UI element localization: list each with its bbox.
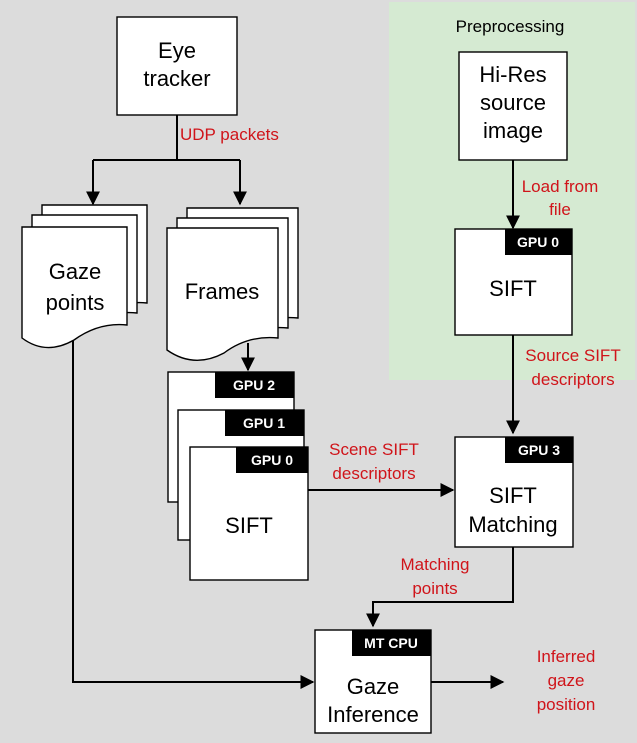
hires-image-line-2: source [480,90,546,115]
inference-cpu-tag [352,630,431,656]
frames-stack: Frames [166,207,299,361]
inferred-gaze-line-3: position [537,695,596,714]
frames-sheet-1 [166,227,279,361]
gaze-points-line-2: points [46,290,105,315]
load-from-file-line-1: Load from [522,177,599,196]
source-sift-line-1: Source SIFT [525,346,620,365]
gaze-inference-line-2: Inference [327,702,419,727]
scene-gpu2-tag [215,372,294,398]
scene-gpu1-tag [225,410,304,436]
scene-gpu0-tag [236,447,308,473]
edge-matching-to-inference [366,547,514,628]
inference-cpu-label: MT CPU [364,635,418,651]
sift-matching-line-2: Matching [468,512,557,537]
scene-gpu2-label: GPU 2 [233,377,275,393]
matching-points-line-1: Matching [401,555,470,574]
pre-gpu0-label: GPU 0 [517,234,559,250]
hires-image-line-3: image [483,118,543,143]
scene-sift-desc-line-2: descriptors [332,464,415,483]
eye-tracker-line-1: Eye [158,38,196,63]
pre-sift-label: SIFT [489,276,537,301]
connectors [72,115,520,689]
scene-sift-stack: GPU 2 GPU 1 GPU 0 SIFT [167,371,309,581]
udp-packets-label: UDP packets [180,125,279,144]
eye-tracker-box [116,16,238,116]
pre-gpu0-tag [505,229,572,255]
gaze-points-sheet-1 [21,226,128,349]
edge-gaze-to-inference [72,327,315,689]
inferred-gaze-line-2: gaze [548,671,585,690]
frames-label: Frames [185,279,260,304]
matching-gpu3-label: GPU 3 [518,442,560,458]
eye-tracker-line-2: tracker [143,66,210,91]
scene-sift-label: SIFT [225,513,273,538]
hires-image-box [458,51,568,161]
gaze-inference-line-1: Gaze [347,674,400,699]
gaze-points-line-1: Gaze [49,259,102,284]
scene-sift-desc-line-1: Scene SIFT [329,440,419,459]
gaze-points-stack: Gaze points [21,204,148,349]
matching-gpu3-tag [505,437,573,463]
scene-gpu0-label: GPU 0 [251,452,293,468]
inferred-gaze-line-1: Inferred [537,647,596,666]
sift-matching-line-1: SIFT [489,483,537,508]
source-sift-line-2: descriptors [531,370,614,389]
preprocessing-title: Preprocessing [456,17,565,36]
hires-image-line-1: Hi-Res [479,62,546,87]
scene-gpu1-label: GPU 1 [243,415,285,431]
load-from-file-line-2: file [549,200,571,219]
matching-points-line-2: points [412,579,457,598]
